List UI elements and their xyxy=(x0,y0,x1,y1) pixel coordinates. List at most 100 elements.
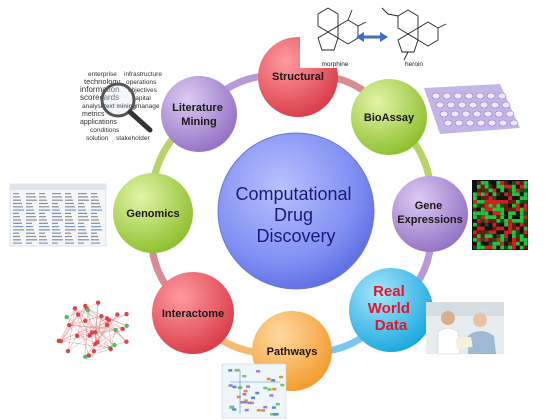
sheet-line xyxy=(39,239,47,241)
network-edge xyxy=(97,316,102,343)
network-edge xyxy=(85,320,111,349)
heatmap-cell xyxy=(515,226,520,231)
network-node xyxy=(85,307,91,313)
network-edge xyxy=(95,328,123,345)
heatmap-cell xyxy=(500,203,505,208)
pathway-mark xyxy=(243,389,248,393)
pathway-mark xyxy=(240,401,245,404)
pathway-mark xyxy=(242,393,247,396)
pathway-mark xyxy=(279,375,284,379)
heatmap-cell xyxy=(492,207,497,212)
sheet-line xyxy=(52,212,61,214)
heatmap-cell xyxy=(492,219,497,223)
svg-text:Genomics: Genomics xyxy=(126,208,179,220)
heatmap-cell xyxy=(488,219,493,223)
heatmap-cell xyxy=(480,188,485,193)
heatmap-cell xyxy=(519,196,524,200)
heatmap-cell xyxy=(512,200,516,204)
sheet-line xyxy=(52,235,62,238)
sheet-line xyxy=(26,219,37,221)
sheet-line xyxy=(26,193,35,195)
heatmap-cell xyxy=(473,192,477,197)
heatmap-cell xyxy=(508,207,512,212)
sheet-line xyxy=(39,212,45,214)
word-cloud-word: analysis xyxy=(82,103,106,110)
center-label-line-2: Drug xyxy=(274,205,313,225)
heatmap-cell xyxy=(476,211,481,216)
heatmap-cell xyxy=(492,238,497,242)
heatmap-cell xyxy=(476,241,481,246)
sheet-line xyxy=(52,232,61,234)
network-node xyxy=(87,333,92,338)
pathway-mark xyxy=(251,396,256,400)
heatmap-cell xyxy=(519,245,524,250)
heatmap-cell xyxy=(515,207,520,212)
heatmap-cell xyxy=(523,219,528,223)
heatmap-cell xyxy=(476,181,481,185)
heatmap-cell xyxy=(523,238,528,242)
heatmap-cell xyxy=(515,245,520,250)
network-edge xyxy=(66,302,99,318)
sheet-line xyxy=(91,212,97,214)
heatmap-cell xyxy=(508,245,512,250)
sheet-line xyxy=(91,226,101,228)
network-image xyxy=(56,300,129,359)
sheet-line xyxy=(52,242,58,244)
pathway-mark xyxy=(246,385,251,388)
sheet-line xyxy=(78,196,88,198)
network-node xyxy=(106,317,112,323)
heatmap-cell xyxy=(484,181,489,185)
heatmap-cell xyxy=(500,192,505,197)
word-cloud-word: operations xyxy=(126,79,157,86)
heatmap-cell xyxy=(496,211,501,216)
heatmap-cell xyxy=(484,200,489,204)
heatmap-cell xyxy=(519,226,524,231)
node-structural-label: Structural xyxy=(272,71,324,83)
svg-text:Pathways: Pathways xyxy=(267,346,318,358)
heatmap-cell xyxy=(504,184,509,189)
sheet-line xyxy=(26,199,37,201)
plate-well xyxy=(468,101,478,109)
sheet-line xyxy=(91,232,97,234)
heatmap-cell xyxy=(496,184,501,189)
network-edge xyxy=(85,314,118,357)
sheet-line xyxy=(39,202,48,205)
network-edge xyxy=(67,308,76,352)
sheet-line xyxy=(13,232,19,234)
heatmap-cell xyxy=(488,184,493,189)
heatmap-cell xyxy=(492,245,497,250)
heatmap-cell xyxy=(515,230,520,235)
sheet-line xyxy=(52,219,63,221)
sheet-line xyxy=(91,216,98,218)
center-label-line-1: Computational xyxy=(235,184,351,204)
heatmap-cell xyxy=(480,181,485,185)
svg-text:Literature Mining: Literature Mining xyxy=(172,102,226,128)
heatmap-cell xyxy=(496,215,501,219)
network-node xyxy=(72,306,78,311)
heatmap-cell xyxy=(519,215,524,219)
plate-well xyxy=(498,119,508,127)
sheet-line xyxy=(78,193,87,195)
heatmap-cell xyxy=(496,188,501,193)
sheet-line xyxy=(13,239,21,241)
svg-text:Real World Dat: Real World Data xyxy=(368,283,414,334)
plate-well xyxy=(457,101,467,109)
heatmap-cell xyxy=(523,215,528,219)
plate-well xyxy=(465,119,475,127)
heatmap-cell xyxy=(473,211,477,216)
heatmap-cell xyxy=(484,196,489,200)
heatmap-cell xyxy=(492,196,497,200)
heatmap-cell xyxy=(523,184,528,189)
word-cloud-word: conditions xyxy=(90,127,120,134)
heatmap-cell xyxy=(484,192,489,197)
heatmap-cell xyxy=(480,200,485,204)
sheet-line xyxy=(39,229,50,231)
sheet-line xyxy=(52,209,60,211)
node-literature-mining: Literature Mining xyxy=(161,76,237,152)
heatmap-cell xyxy=(480,238,485,242)
sheet-line xyxy=(39,219,47,221)
pathway-mark xyxy=(267,388,272,391)
sheet-line xyxy=(26,232,35,234)
svg-text:Structural: Structural xyxy=(272,71,324,83)
